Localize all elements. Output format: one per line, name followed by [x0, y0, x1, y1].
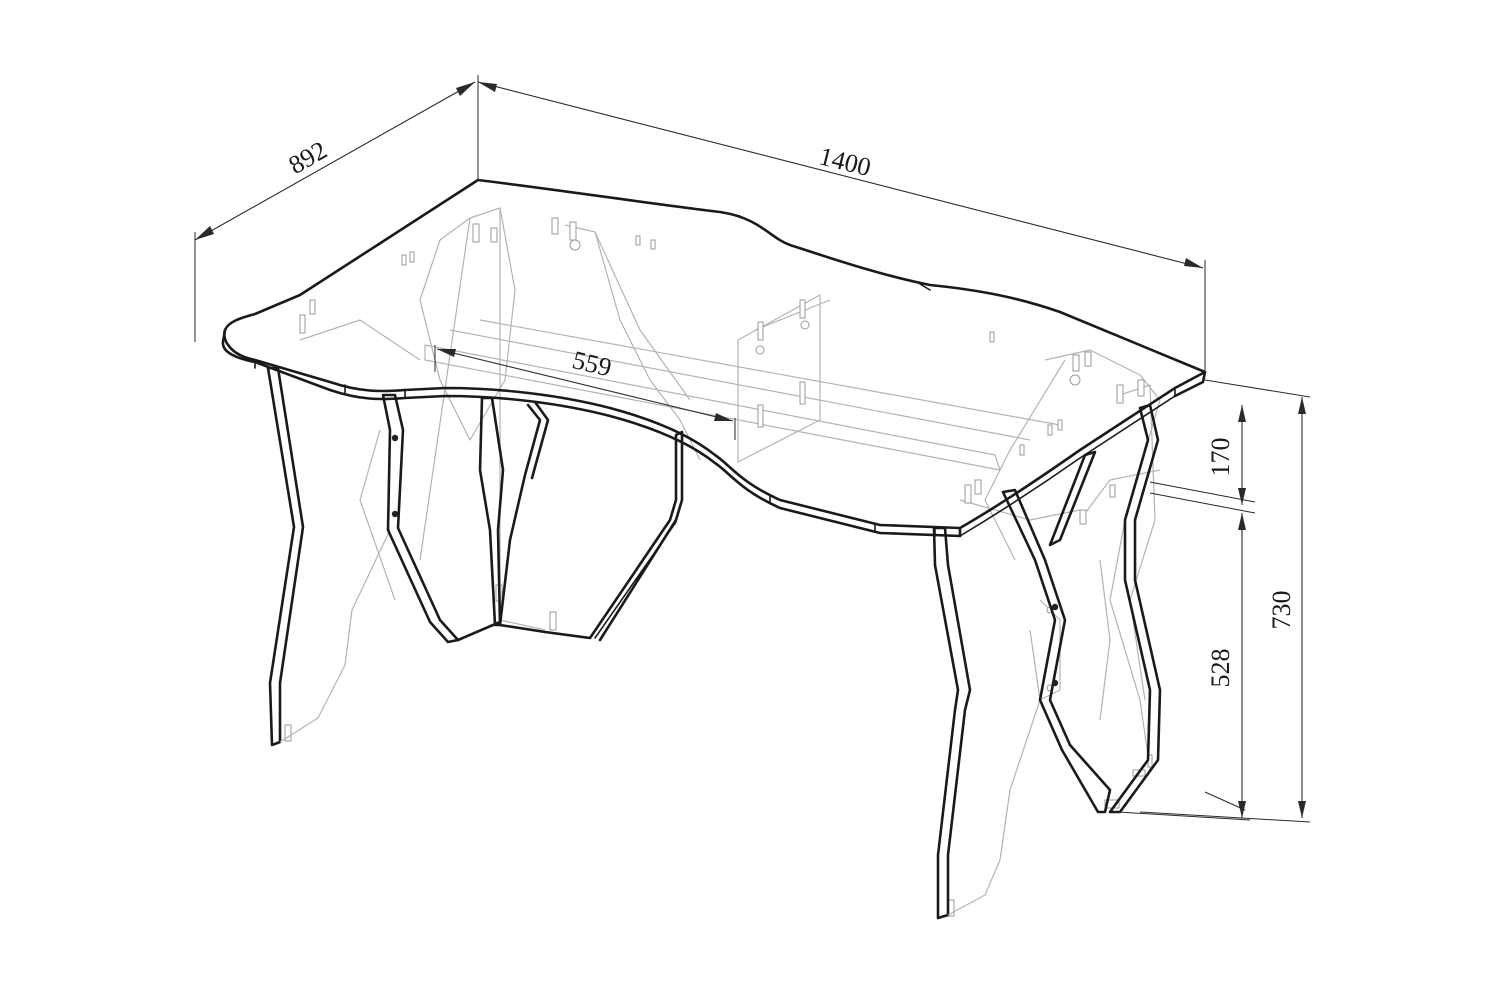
dim-label-lower-height: 528 — [1206, 649, 1235, 688]
back-rail-hidden — [424, 344, 1001, 471]
dimension-labels: 892 1400 559 170 528 730 — [284, 135, 1296, 687]
hidden-hardware — [284, 217, 1153, 917]
front-left-inner-leg — [381, 393, 502, 644]
shelf-panel-hidden — [737, 294, 821, 463]
middle-leg — [478, 396, 684, 642]
hidden-structure — [299, 207, 1161, 771]
front-right-leg — [932, 526, 1041, 920]
table-top-surface — [223, 178, 1207, 530]
back-left-leg-hidden — [419, 207, 516, 441]
dim-label-upper-gap: 170 — [1206, 438, 1235, 477]
dim-label-depth: 892 — [284, 135, 332, 180]
right-inner-leg — [1001, 450, 1112, 814]
dim-label-inner-span: 559 — [570, 345, 615, 382]
dim-label-width: 1400 — [816, 141, 873, 182]
table-top — [221, 178, 1207, 538]
dim-label-total-height: 730 — [1267, 591, 1296, 630]
dimension-lines — [194, 75, 1311, 823]
front-left-leg — [266, 366, 391, 747]
back-right-leg-hidden — [564, 224, 701, 461]
